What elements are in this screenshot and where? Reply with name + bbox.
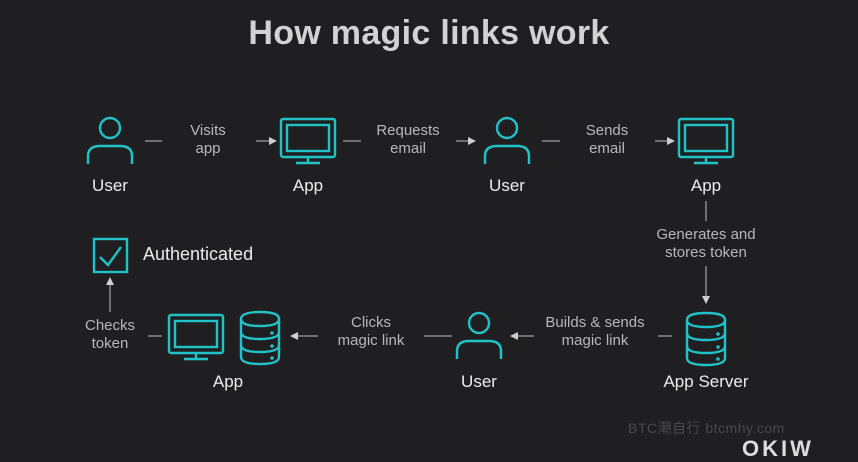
step-line: Builds & sends (545, 314, 645, 331)
step-visits-app: Visits app (148, 122, 268, 158)
checkbox-check-icon (92, 237, 129, 274)
user-icon (455, 311, 503, 361)
step-line: email (589, 140, 625, 157)
step-line: stores token (665, 244, 747, 261)
user-icon (483, 116, 531, 166)
step-line: Sends (585, 122, 629, 139)
arrowhead (269, 137, 277, 145)
watermark: BTC潮自行 btcmhy.com (628, 420, 785, 436)
step-line: Generates and (656, 226, 756, 243)
step-line: app (195, 140, 221, 157)
database-icon (239, 310, 281, 366)
node-label-app: App (292, 176, 324, 195)
node-label-app-server: App Server (663, 372, 749, 391)
step-line: Visits (190, 122, 226, 139)
database-icon (685, 311, 727, 367)
step-line: token (91, 335, 129, 352)
monitor-icon (677, 117, 735, 165)
arrowhead (667, 137, 675, 145)
user-icon (86, 116, 134, 166)
step-builds-sends: Builds & sends magic link (535, 314, 655, 350)
node-label-user: User (461, 372, 497, 391)
step-generates-token: Generates and stores token (646, 226, 766, 262)
authenticated-label: Authenticated (143, 244, 254, 264)
monitor-icon (167, 313, 225, 361)
arrowhead (510, 332, 518, 340)
step-line: email (390, 140, 426, 157)
step-line: Requests (376, 122, 440, 139)
node-label-user: User (92, 176, 128, 195)
arrowhead (702, 296, 710, 304)
step-sends-email: Sends email (547, 122, 667, 158)
step-requests-email: Requests email (348, 122, 468, 158)
arrowhead (290, 332, 298, 340)
step-line: magic link (337, 332, 405, 349)
node-label-user: User (489, 176, 525, 195)
step-line: Clicks (351, 314, 391, 331)
diagram-title: How magic links work (248, 14, 610, 52)
node-label-app: App (690, 176, 722, 195)
step-checks-token: Checks token (50, 317, 170, 353)
step-clicks-link: Clicks magic link (311, 314, 431, 350)
step-line: magic link (561, 332, 629, 349)
monitor-icon (279, 117, 337, 165)
step-line: Checks (84, 317, 136, 334)
arrowhead (468, 137, 476, 145)
node-label-app: App (212, 372, 244, 391)
brand-logo: OKIW (742, 436, 814, 461)
arrowhead (106, 277, 114, 285)
